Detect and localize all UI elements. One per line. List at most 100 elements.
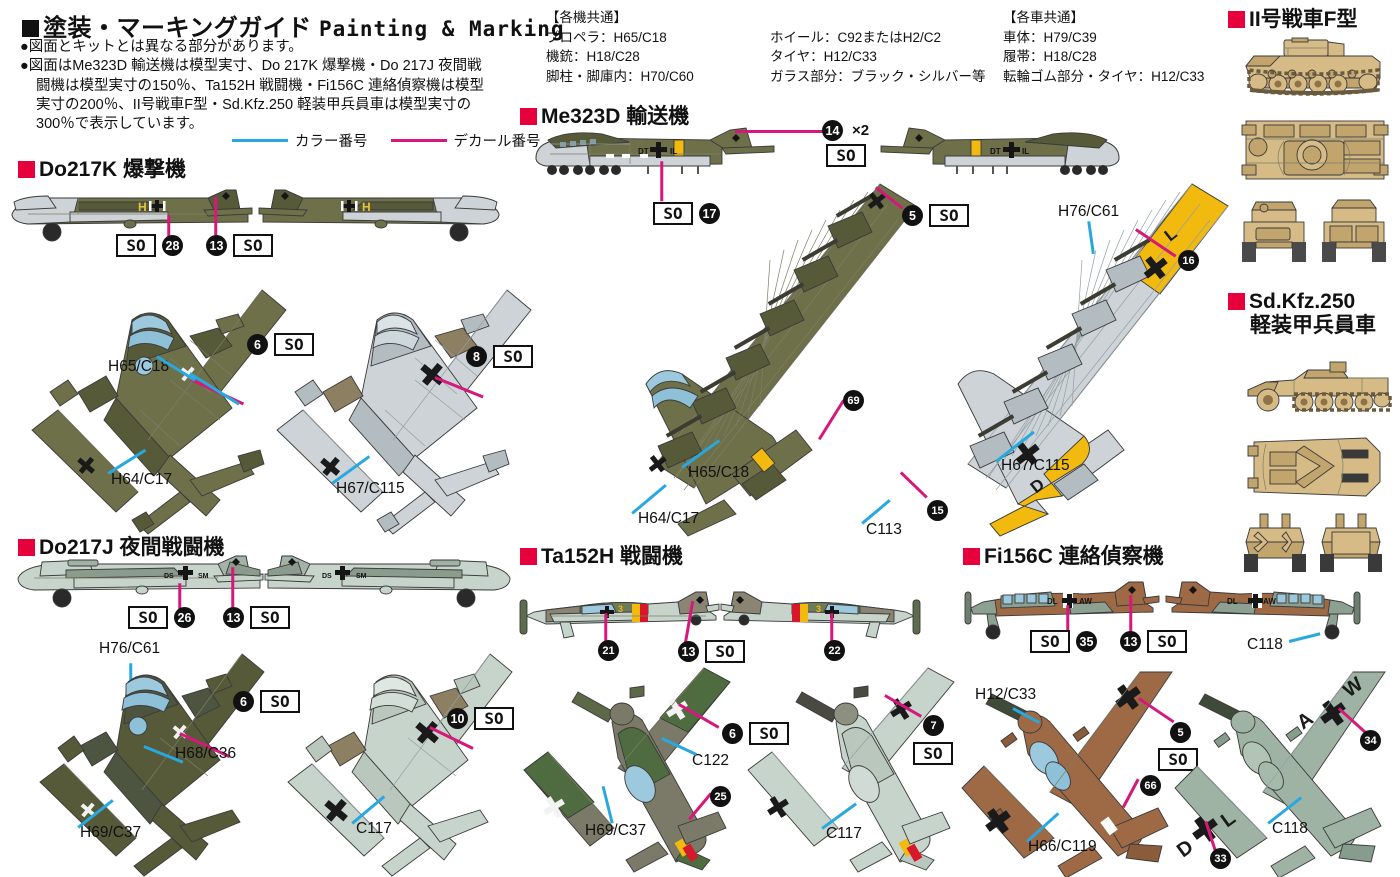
me323d-top-view-gray: L D: [840, 178, 1240, 537]
callout-me323d-69: 69: [843, 390, 864, 411]
so-badge: SO: [274, 333, 314, 356]
do217j-top-view-olive: [30, 646, 270, 877]
note-line-1: ●図面はMe323D 輸送機は模型実寸、Do 217K 爆撃機・Do 217J …: [20, 58, 482, 75]
svg-text:DT: DT: [990, 147, 1001, 156]
callout-fi156c-5-so: SO: [1158, 748, 1198, 771]
callout-me323d-14: 14 ×2: [822, 120, 869, 141]
callout-do217k-8: 8 SO: [466, 345, 533, 368]
note-line-0: ●図面とキットとは異なる部分があります。: [20, 39, 303, 55]
callout-ta152h-6: 6 SO: [722, 722, 789, 745]
color-label-h64c17-me: H64/C17: [638, 510, 700, 527]
decal-number: 8: [466, 346, 487, 367]
do217j-top-view-gray: [278, 646, 518, 877]
decal-number: 6: [247, 334, 268, 355]
decal-number-line-swatch: [390, 139, 447, 142]
color-label-h67c115-me: H67/C115: [1001, 457, 1070, 474]
do217k-top-view-gray: [265, 280, 535, 535]
callout-fi156c-13: 13 SO: [1120, 630, 1187, 653]
legend-decal-label: デカール番号: [453, 134, 541, 150]
color-label-h65c18: H65/C18: [108, 358, 170, 375]
svg-text:AW: AW: [1079, 597, 1092, 606]
leader-line-decal-22: [830, 613, 834, 642]
decal-number: 6: [722, 723, 743, 744]
svg-text:IL: IL: [670, 147, 677, 156]
decal-number: 10: [447, 708, 468, 729]
sdkfz250-top-view: [1247, 432, 1386, 502]
color-label-h66c119: H66/C119: [1028, 838, 1097, 855]
so-badge: SO: [653, 202, 693, 225]
section-title-do217k: Do217K 爆撃機: [18, 158, 186, 182]
common-aircraft-line-1: 機銃：H18/C28: [546, 49, 640, 65]
callout-fi156c-35: SO 35: [1030, 630, 1097, 653]
decal-multiplier: ×2: [852, 122, 870, 139]
so-badge: SO: [474, 707, 514, 730]
callout-ta152h-22: 22: [824, 640, 845, 661]
callout-ta152h-13: 13 SO: [678, 640, 745, 663]
svg-text:DS: DS: [164, 573, 174, 580]
legend-color-label: カラー番号: [295, 134, 368, 150]
common-aircraft-line-4: タイヤ：H12/C33: [770, 49, 877, 65]
color-label-h65c18-me: H65/C18: [688, 464, 750, 481]
callout-do217j-13: 13 SO: [223, 606, 290, 629]
so-badge: SO: [1158, 748, 1198, 771]
sdkfz250-title-line1: Sd.Kfz.250: [1249, 290, 1356, 313]
red-square-icon: [963, 548, 980, 565]
decal-number: 66: [1140, 775, 1161, 796]
callout-me323d-17: SO 17: [653, 202, 720, 225]
do217j-title-text: Do217J 夜間戦闘機: [39, 536, 225, 559]
decal-number: 17: [699, 203, 720, 224]
decal-number: 35: [1076, 631, 1097, 652]
color-label-h76c61-me: H76/C61: [1058, 203, 1120, 220]
ta152h-side-view-right: 3: [720, 586, 921, 648]
panzer2f-front-view: [1238, 196, 1310, 268]
callout-do217k-13: 13 SO: [206, 234, 273, 257]
color-label-c117-j: C117: [356, 820, 392, 837]
callout-ta152h-25: 25: [710, 786, 731, 807]
decal-number: 26: [174, 607, 195, 628]
common-vehicle-heading: 【各車共通】: [1003, 10, 1084, 25]
page-title-jp-text: 塗装・マーキングガイド: [43, 15, 312, 42]
panzer2f-side-view: [1240, 37, 1390, 100]
color-label-h69c37-ta: H69/C37: [585, 822, 647, 839]
note-line-3: 実寸の200％、II号戦車F型・Sd.Kfz.250 軽装甲兵員車は模型実寸の: [36, 96, 472, 113]
note-line-2: 闘機は模型実寸の150％、Ta152H 戦闘機・Fi156C 連絡偵察機は模型: [36, 77, 484, 94]
ta152h-top-view-gray: [742, 662, 972, 877]
decal-number: 28: [162, 235, 183, 256]
fi156c-top-view-sage: A W L D: [1173, 668, 1395, 877]
color-label-h64c17: H64/C17: [111, 471, 173, 488]
common-vehicle-block: 【各車共通】 車体：H79/C39 履帯：H18/C28 転輪ゴム部分・タイヤ：…: [1003, 8, 1204, 86]
color-label-h67c115: H67/C115: [336, 480, 405, 497]
so-badge: SO: [1147, 630, 1187, 653]
common-vehicle-line-0: 車体：H79/C39: [1003, 29, 1097, 45]
decal-number: 6: [233, 691, 254, 712]
color-label-h69c37-j: H69/C37: [80, 824, 142, 841]
callout-do217k-28: SO 28: [116, 234, 183, 257]
decal-number: 15: [927, 500, 948, 521]
svg-text:AW: AW: [1263, 597, 1276, 606]
do217j-side-view-right: DS SM: [264, 555, 514, 616]
common-aircraft-block-2: ホイール：C92またはH2/C2 タイヤ：H12/C33 ガラス部分：ブラック・…: [770, 8, 985, 86]
color-label-c118-side: C118: [1247, 636, 1283, 653]
legend: カラー番号 デカール番号: [232, 130, 541, 151]
me323d-top-view-olive: [528, 178, 928, 537]
callout-do217j-6: 6 SO: [233, 690, 300, 713]
section-title-panzer2f: II号戦車F型: [1228, 8, 1358, 32]
callout-me323d-5: 5 SO: [902, 204, 969, 227]
decal-number: 13: [678, 641, 699, 662]
so-badge: SO: [493, 345, 533, 368]
sdkfz250-front-view: [1240, 512, 1310, 576]
red-square-icon: [1228, 11, 1245, 28]
section-title-fi156c: Fi156C 連絡偵察機: [963, 545, 1164, 569]
leader-line-decal-21: [604, 613, 608, 642]
me323d-side-view-left: DT IL: [530, 127, 775, 190]
decal-number: 5: [1170, 722, 1191, 743]
svg-text:IL: IL: [1022, 147, 1029, 156]
do217k-top-view-olive: [20, 280, 290, 535]
decal-number: 5: [902, 205, 923, 226]
callout-me323d-15: 15: [927, 500, 948, 521]
panzer2f-rear-view: [1318, 196, 1390, 268]
so-badge: SO: [128, 606, 168, 629]
so-badge: SO: [929, 204, 969, 227]
note-line-4: 300％で表示しています。: [36, 116, 204, 133]
decal-number: 33: [1210, 848, 1231, 869]
